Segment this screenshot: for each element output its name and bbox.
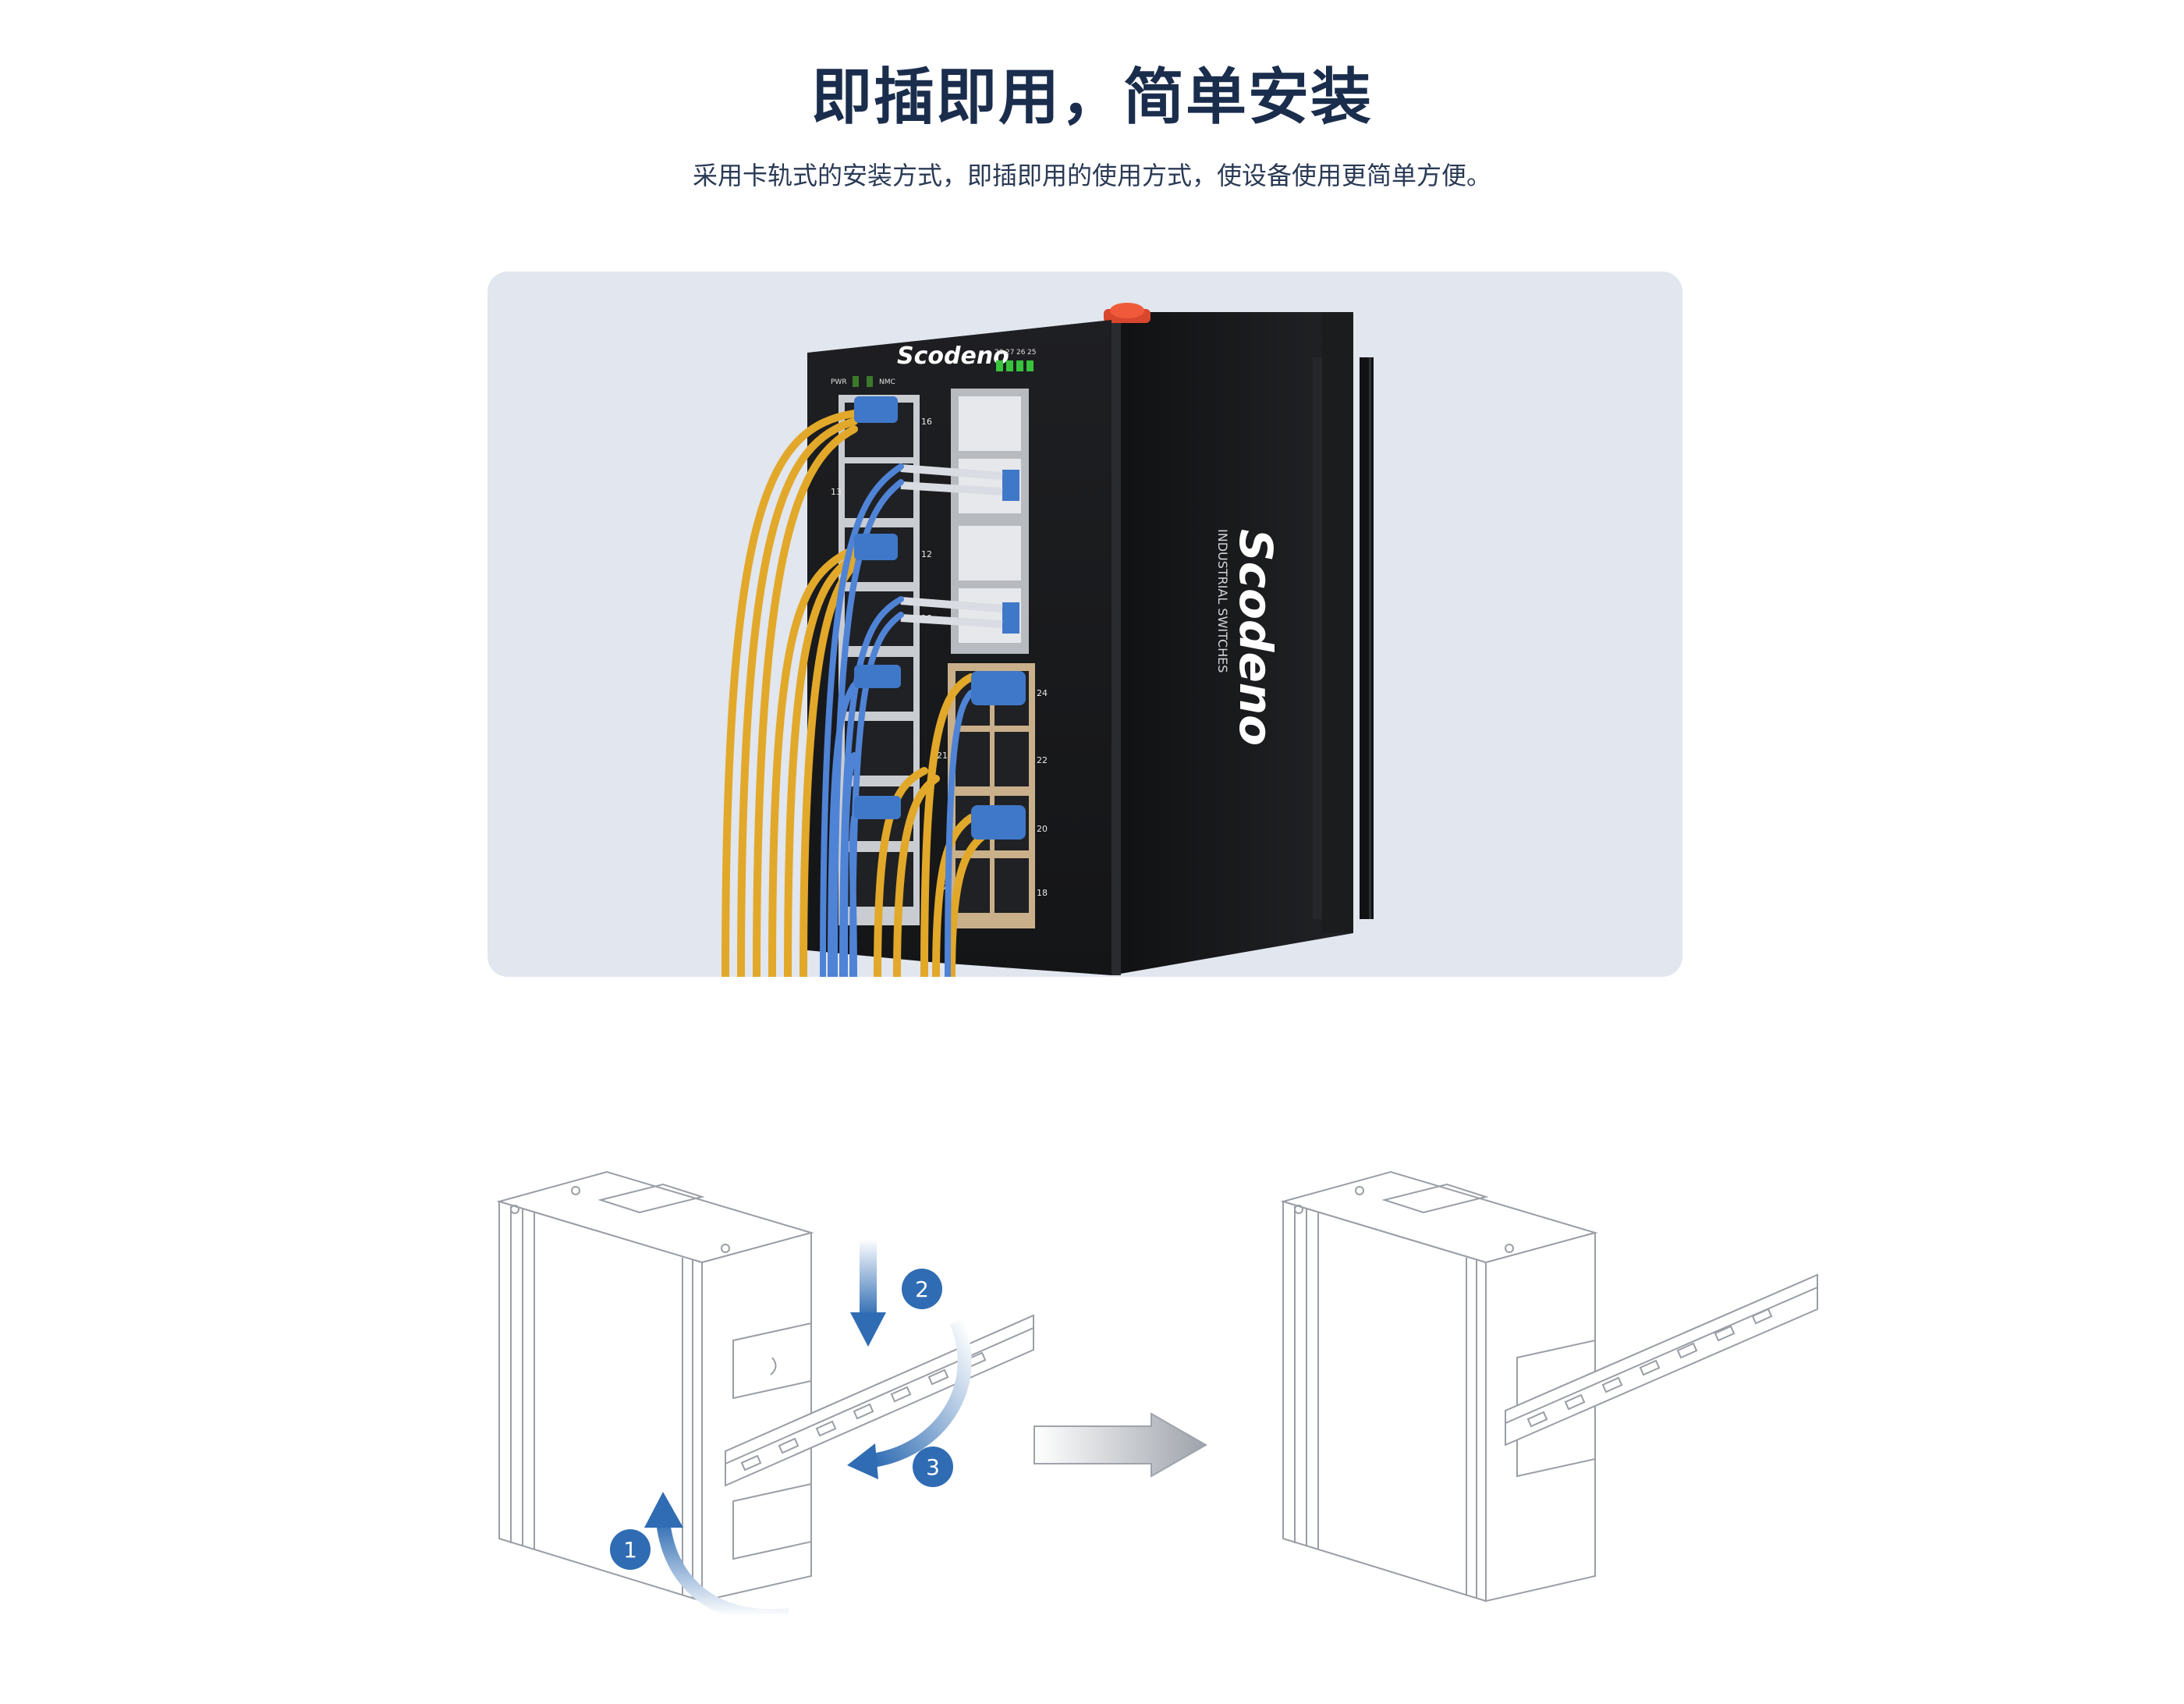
- svg-text:28: 28: [987, 420, 998, 430]
- blue-cables: [820, 463, 974, 977]
- svg-text:20: 20: [1037, 824, 1048, 834]
- switch-side-body: [1112, 312, 1374, 975]
- step-badge-2: 2: [902, 1269, 942, 1309]
- side-tagline-text: INDUSTRIAL SWITCHES: [1215, 529, 1230, 673]
- svg-text:26: 26: [987, 552, 998, 563]
- installation-steps-svg: 1 2 3: [496, 1170, 1818, 1624]
- svg-text:12: 12: [921, 549, 932, 559]
- side-brand-text: Scodeno: [1229, 529, 1282, 746]
- step-badge-3: 3: [913, 1447, 953, 1487]
- svg-text:27: 27: [1005, 349, 1014, 357]
- svg-text:26: 26: [1016, 349, 1026, 357]
- svg-text:PWR: PWR: [831, 378, 847, 386]
- svg-text:1: 1: [623, 1537, 637, 1563]
- svg-text:21: 21: [937, 751, 948, 761]
- svg-text:3: 3: [926, 1454, 940, 1480]
- step-3-arrow: [847, 1319, 972, 1479]
- svg-text:22: 22: [1037, 755, 1048, 765]
- fiber-cords: [900, 464, 1003, 628]
- front-brand-text: Scodeno: [897, 343, 1009, 370]
- yellow-cables: [722, 410, 991, 977]
- svg-text:NMC: NMC: [879, 378, 895, 386]
- svg-text:28: 28: [994, 349, 1004, 357]
- page-title: 即插即用，简单安装: [810, 62, 1373, 133]
- product-photo-panel: Scodeno INDUSTRIAL SWITCHES Scodeno PWR …: [488, 272, 1682, 977]
- industrial-switch-illustration: Scodeno INDUSTRIAL SWITCHES Scodeno PWR …: [722, 303, 1374, 977]
- side-brand: Scodeno INDUSTRIAL SWITCHES: [1215, 529, 1282, 746]
- step-1-arrow: [644, 1492, 791, 1624]
- transition-arrow-icon: [1034, 1412, 1208, 1478]
- page-subtitle: 采用卡轨式的安装方式，即插即用的使用方式，使设备使用更简单方便。: [692, 161, 1491, 190]
- svg-text:18: 18: [1037, 888, 1048, 898]
- step-2-arrow: [850, 1239, 886, 1347]
- step-badge-1: 1: [610, 1529, 651, 1570]
- svg-text:24: 24: [1037, 688, 1048, 698]
- rail-slots-after: [1526, 1308, 1773, 1428]
- device-before: [496, 1170, 814, 1603]
- din-rail-before: [725, 1314, 1034, 1487]
- blue-plugs: [854, 396, 1026, 840]
- svg-text:25: 25: [1027, 349, 1036, 357]
- svg-text:16: 16: [921, 417, 932, 427]
- din-rail-installation-diagram: 1 2 3: [0, 1124, 2184, 1701]
- svg-text:13: 13: [831, 487, 842, 497]
- red-power-cap: [1104, 303, 1150, 323]
- rail-slots-before: [740, 1351, 987, 1471]
- status-leds: PWR NMC 28 27 26 25: [831, 349, 1036, 387]
- device-after: [1280, 1170, 1598, 1603]
- svg-text:2: 2: [915, 1276, 929, 1302]
